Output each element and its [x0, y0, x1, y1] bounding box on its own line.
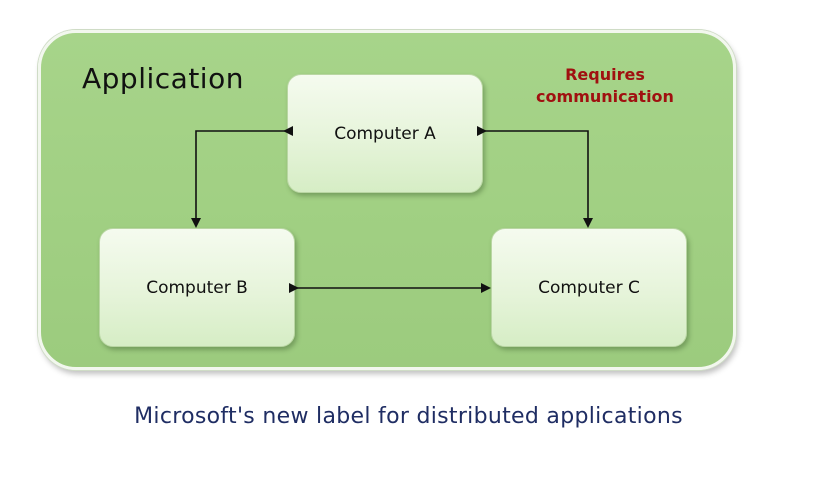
- computer-b-label: Computer B: [146, 277, 248, 298]
- computer-a-label: Computer A: [334, 123, 436, 144]
- requires-communication-note: Requires communication: [520, 64, 690, 108]
- computer-c-label: Computer C: [538, 277, 640, 298]
- diagram-caption: Microsoft's new label for distributed ap…: [134, 404, 683, 429]
- computer-b-node: Computer B: [99, 228, 295, 347]
- note-line-2: communication: [536, 87, 674, 106]
- note-line-1: Requires: [565, 65, 645, 84]
- computer-c-node: Computer C: [491, 228, 687, 347]
- application-label: Application: [82, 62, 244, 95]
- computer-a-node: Computer A: [287, 74, 483, 193]
